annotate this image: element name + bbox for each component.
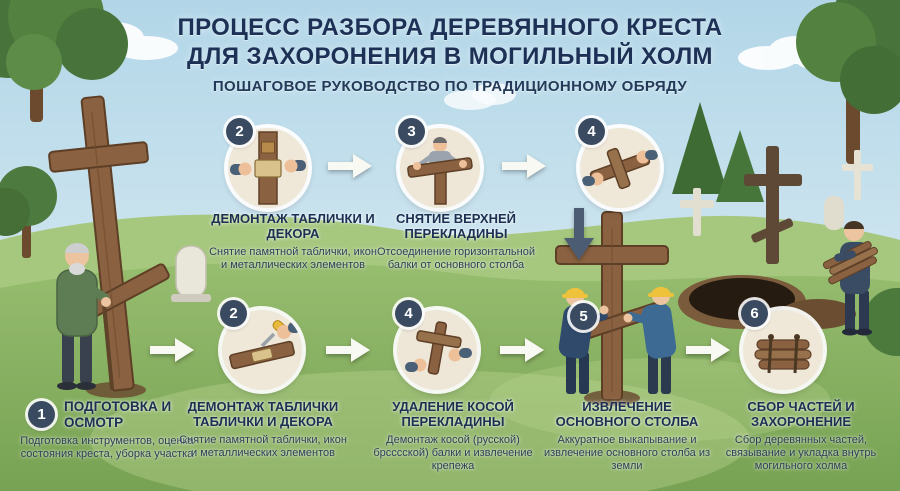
arrow-down-icon xyxy=(562,208,596,265)
step-description: Снятие памятной таблички, икон и металли… xyxy=(179,433,347,460)
step-number-badge-1: 1 xyxy=(28,401,55,429)
step-number-badge-top-3: 3 xyxy=(398,118,425,145)
page-title-line-2: ДЛЯ ЗАХОРОНЕНИЯ В МОГИЛЬНЫЙ ХОЛМ xyxy=(187,43,713,71)
step-description: Демонтаж косой (русской) брсссской) балк… xyxy=(373,433,533,473)
screwdriver-plaque-illustration xyxy=(222,310,302,390)
step-title: ДЕМОНТАЖ ТАБЛИЧКИ ТАБЛИЧКИ И ДЕКОРА xyxy=(187,399,339,430)
arrow-right-icon xyxy=(502,152,546,185)
page-subtitle: ПОШАГОВОЕ РУКОВОДСТВО ПО ТРАДИЦИОННОМУ О… xyxy=(212,77,688,95)
step-circle-screwdriver-plaque xyxy=(222,310,302,390)
crossbar-removal-illustration xyxy=(400,128,480,208)
step-number-badge-bottom-5: 5 xyxy=(570,303,597,330)
step-description: Снятие памятной таблички, икон и металли… xyxy=(209,245,377,272)
step-title: ПОДГОТОВКА И ОСМОТР xyxy=(64,399,172,430)
step-number-badge-bottom-4: 4 xyxy=(395,300,422,327)
step-circle-beam-in-hands xyxy=(580,128,660,208)
step-caption-top-3: СНЯТИЕ ВЕРХНЕЙ ПЕРЕКЛАДИНЫ Отсоединение … xyxy=(368,211,544,272)
step-description: Сбор деревянных частей, связывание и укл… xyxy=(725,433,877,473)
plaque-removal-illustration xyxy=(228,128,308,208)
arrow-right-icon xyxy=(326,336,370,369)
step-title: ДЕМОНТАЖ ТАБЛИЧКИ И ДЕКОРА xyxy=(211,211,375,242)
old-man xyxy=(56,243,114,390)
beam-in-hands-illustration xyxy=(580,128,660,208)
tree-left-mid xyxy=(0,166,57,258)
step-description: Аккуратное выкапывание и извлечение осно… xyxy=(543,433,711,473)
step-number-badge-bottom-2: 2 xyxy=(220,300,247,327)
page-title-line-1: ПРОЦЕСС РАЗБОРА ДЕРЕВЯННОГО КРЕСТА xyxy=(177,14,723,41)
step-caption-bottom-6: СБОР ЧАСТЕЙ И ЗАХОРОНЕНИЕ Сбор деревянны… xyxy=(710,399,892,474)
step-title: ИЗВЛЕЧЕНИЕ ОСНОВНОГО СТОЛБА xyxy=(555,399,699,430)
man-carrying-wood xyxy=(822,221,878,336)
worker-right xyxy=(623,287,677,394)
step-caption-bottom-2: ДЕМОНТАЖ ТАБЛИЧКИ ТАБЛИЧКИ И ДЕКОРА Снят… xyxy=(177,399,349,460)
step-description: Подготовка инструментов, оценка состояни… xyxy=(20,434,194,461)
step-caption-top-2: ДЕМОНТАЖ ТАБЛИЧКИ И ДЕКОРА Снятие памятн… xyxy=(205,211,381,272)
grass-highlight xyxy=(90,370,750,491)
arrow-right-icon xyxy=(686,336,730,369)
step-description: Отсоединение горизонтальной балки от осн… xyxy=(376,245,536,272)
step-caption-bottom-4: УДАЛЕНИЕ КОСОЙ ПЕРЕКЛАДИНЫ Демонтаж косо… xyxy=(367,399,539,474)
arrow-right-icon xyxy=(150,336,194,369)
gravestones xyxy=(171,146,873,302)
arrow-right-icon xyxy=(500,336,544,369)
step-number-badge-top-4: 4 xyxy=(578,118,605,145)
step-number-badge-bottom-6: 6 xyxy=(741,300,768,327)
step-caption-bottom-5: ИЗВЛЕЧЕНИЕ ОСНОВНОГО СТОЛБА Аккуратное в… xyxy=(538,399,716,474)
wood-bundle-illustration xyxy=(743,310,823,390)
slanted-bar-removal-illustration xyxy=(397,310,477,390)
step-number-badge-top-2: 2 xyxy=(226,118,253,145)
header: ПРОЦЕСС РАЗБОРА ДЕРЕВЯННОГО КРЕСТА ДЛЯ З… xyxy=(0,13,900,95)
tree-top-left xyxy=(0,0,128,122)
step-1-block: 1 ПОДГОТОВКА И ОСМОТР Подготовка инструм… xyxy=(4,399,210,462)
bush-right xyxy=(863,288,900,356)
step-title: УДАЛЕНИЕ КОСОЙ ПЕРЕКЛАДИНЫ xyxy=(392,399,514,430)
step-title: СБОР ЧАСТЕЙ И ЗАХОРОНЕНИЕ xyxy=(747,399,855,430)
step-title: СНЯТИЕ ВЕРХНЕЙ ПЕРЕКЛАДИНЫ xyxy=(396,211,516,242)
arrow-right-icon xyxy=(328,152,372,185)
tree-top-right xyxy=(796,0,900,164)
